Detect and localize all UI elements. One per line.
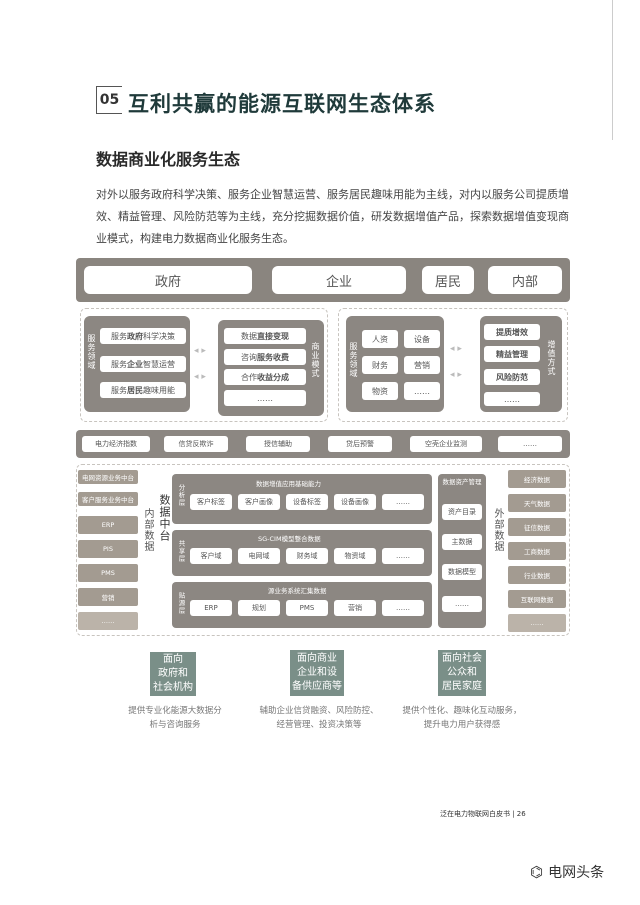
layer-analysis-title: 数据增值应用基础能力 (256, 480, 321, 488)
layer-source-side: 贴源层 (177, 592, 185, 615)
outer-data-label: 外部数据 (492, 508, 503, 552)
product-row (76, 430, 570, 458)
inner-data-label: 内部数据 (142, 508, 153, 552)
ext-industry: 行业数据 (508, 566, 566, 584)
internal-service-area (338, 308, 568, 422)
layer0-item3: 设备画像 (334, 494, 376, 510)
layer-share-title: SG-CIM模型整合数据 (258, 535, 321, 543)
src-pms: PMS (78, 564, 138, 582)
service-domain-label: 服务领域 (87, 334, 96, 370)
src-grid-platform: 电网资源业务中台 (78, 470, 138, 484)
asset-mgmt-title: 数据资产管理 (442, 478, 482, 486)
intro-paragraph: 对外以服务政府科学决策、服务企业智慧运营、服务居民趣味用能为主线，对内以服务公司… (96, 188, 569, 245)
data-platform-area (76, 464, 570, 636)
layer2-item2: PMS (286, 600, 328, 616)
audience-gov-box: 面向 政府和 社会机构 (150, 652, 196, 696)
product-shell-monitor: 空壳企业监测 (410, 436, 482, 452)
layer0-item0: 客户标签 (190, 494, 232, 510)
vm-risk: 风险防范 (484, 369, 540, 385)
product-credit-assist: 授信辅助 (246, 436, 310, 452)
middle-platform-label: 数据中台 (158, 494, 171, 542)
top-enterprise: 企业 (272, 266, 406, 294)
ext-more: …… (508, 614, 566, 632)
layer0-item2: 设备标签 (286, 494, 328, 510)
sub-title: 数据商业化服务生态 (96, 150, 241, 169)
watermark-text: 电网头条 (548, 865, 605, 881)
vm-lean: 精益管理 (484, 346, 540, 362)
page-footer: 泛在电力物联网白皮书 | 26 (440, 810, 526, 818)
service-gov: 服务政府科学决策 (100, 328, 186, 344)
product-econ-index: 电力经济指数 (82, 436, 150, 452)
arrow-icon: ◂ ▸ (450, 370, 462, 380)
layer2-item1: 规划 (238, 600, 280, 616)
asset-catalog: 资产目录 (442, 504, 482, 520)
audience-enterprise-desc: 辅助企业信贷融资、风险防控、 经营管理、投资决策等 (259, 706, 379, 730)
src-more: …… (78, 612, 138, 630)
layer2-item4: …… (382, 600, 424, 616)
watermark: ⌬ 电网头条 (530, 862, 604, 882)
ext-business: 工商数据 (508, 542, 566, 560)
layer1-item4: …… (382, 548, 424, 564)
bm-share: 合作收益分成 (224, 369, 306, 385)
external-service-area (80, 308, 328, 422)
src-customer-platform: 客户服务业务中台 (78, 492, 138, 506)
audience-enterprise-box: 面向商业 企业和设 备供应商等 (290, 650, 344, 696)
dept-equipment: 设备 (404, 330, 440, 348)
asset-master: 主数据 (442, 534, 482, 550)
dept-finance: 财务 (362, 356, 398, 374)
audience-public-box: 面向社会 公众和 居民家庭 (438, 650, 486, 696)
arrow-icon: ◂ ▸ (194, 346, 206, 356)
dept-hr: 人资 (362, 330, 398, 348)
audience-gov-desc: 提供专业化能源大数据分 析与咨询服务 (128, 706, 222, 730)
src-erp: ERP (78, 516, 138, 534)
ext-weather: 天气数据 (508, 494, 566, 512)
ext-internet: 互联网数据 (508, 590, 566, 608)
layer2-item0: ERP (190, 600, 232, 616)
layer1-item2: 财务域 (286, 548, 328, 564)
top-resident: 居民 (422, 266, 474, 294)
business-model-label: 商业模式 (311, 342, 320, 378)
section-title: 互利共赢的能源互联网生态体系 (128, 92, 436, 116)
product-post-loan: 贷后预警 (328, 436, 392, 452)
layer1-item3: 物资域 (334, 548, 376, 564)
asset-more: …… (442, 596, 482, 612)
layer0-item4: …… (382, 494, 424, 510)
service-enterprise: 服务企业智慧运营 (100, 356, 186, 372)
bm-direct: 数据直接变现 (224, 328, 306, 344)
ext-econ: 经济数据 (508, 470, 566, 488)
value-mode-label: 增值方式 (547, 340, 556, 376)
src-pis: PIS (78, 540, 138, 558)
top-gov: 政府 (84, 266, 252, 294)
service-resident: 服务居民趣味用能 (100, 382, 186, 398)
page-corner-line (612, 0, 640, 140)
top-internal: 内部 (488, 266, 562, 294)
dept-materials: 物资 (362, 382, 398, 400)
section-number: 05 (96, 86, 122, 114)
arrow-icon: ◂ ▸ (194, 372, 206, 382)
asset-model: 数据模型 (442, 564, 482, 580)
service-domain2-label: 服务领域 (349, 342, 358, 378)
bm-consult: 咨询服务收费 (224, 349, 306, 365)
layer-share-side: 共享层 (177, 540, 185, 563)
layer1-item0: 客户域 (190, 548, 232, 564)
vm-efficiency: 提质增效 (484, 324, 540, 340)
bm-more: …… (224, 390, 306, 406)
layer-source-title: 源业务系统汇集数据 (268, 587, 327, 595)
layer0-item1: 客户画像 (238, 494, 280, 510)
ext-credit: 征信数据 (508, 518, 566, 536)
dept-more: …… (404, 382, 440, 400)
product-anti-fraud: 信贷反欺诈 (164, 436, 228, 452)
wechat-icon: ⌬ (530, 863, 544, 881)
arrow-icon: ◂ ▸ (450, 344, 462, 354)
product-more: …… (498, 436, 562, 452)
layer2-item3: 营销 (334, 600, 376, 616)
layer1-item1: 电网域 (238, 548, 280, 564)
layer-analysis-side: 分析层 (177, 484, 185, 507)
vm-more: …… (484, 392, 540, 406)
dept-marketing: 营销 (404, 356, 440, 374)
ecosystem-diagram: 政府 企业 居民 内部 服务领域 服务政府科学决策 服务企业智慧运营 服务居民趣… (76, 258, 570, 636)
src-marketing: 营销 (78, 588, 138, 606)
audience-public-desc: 提供个性化、趣味化互动服务， 提升电力用户获得感 (402, 706, 522, 730)
